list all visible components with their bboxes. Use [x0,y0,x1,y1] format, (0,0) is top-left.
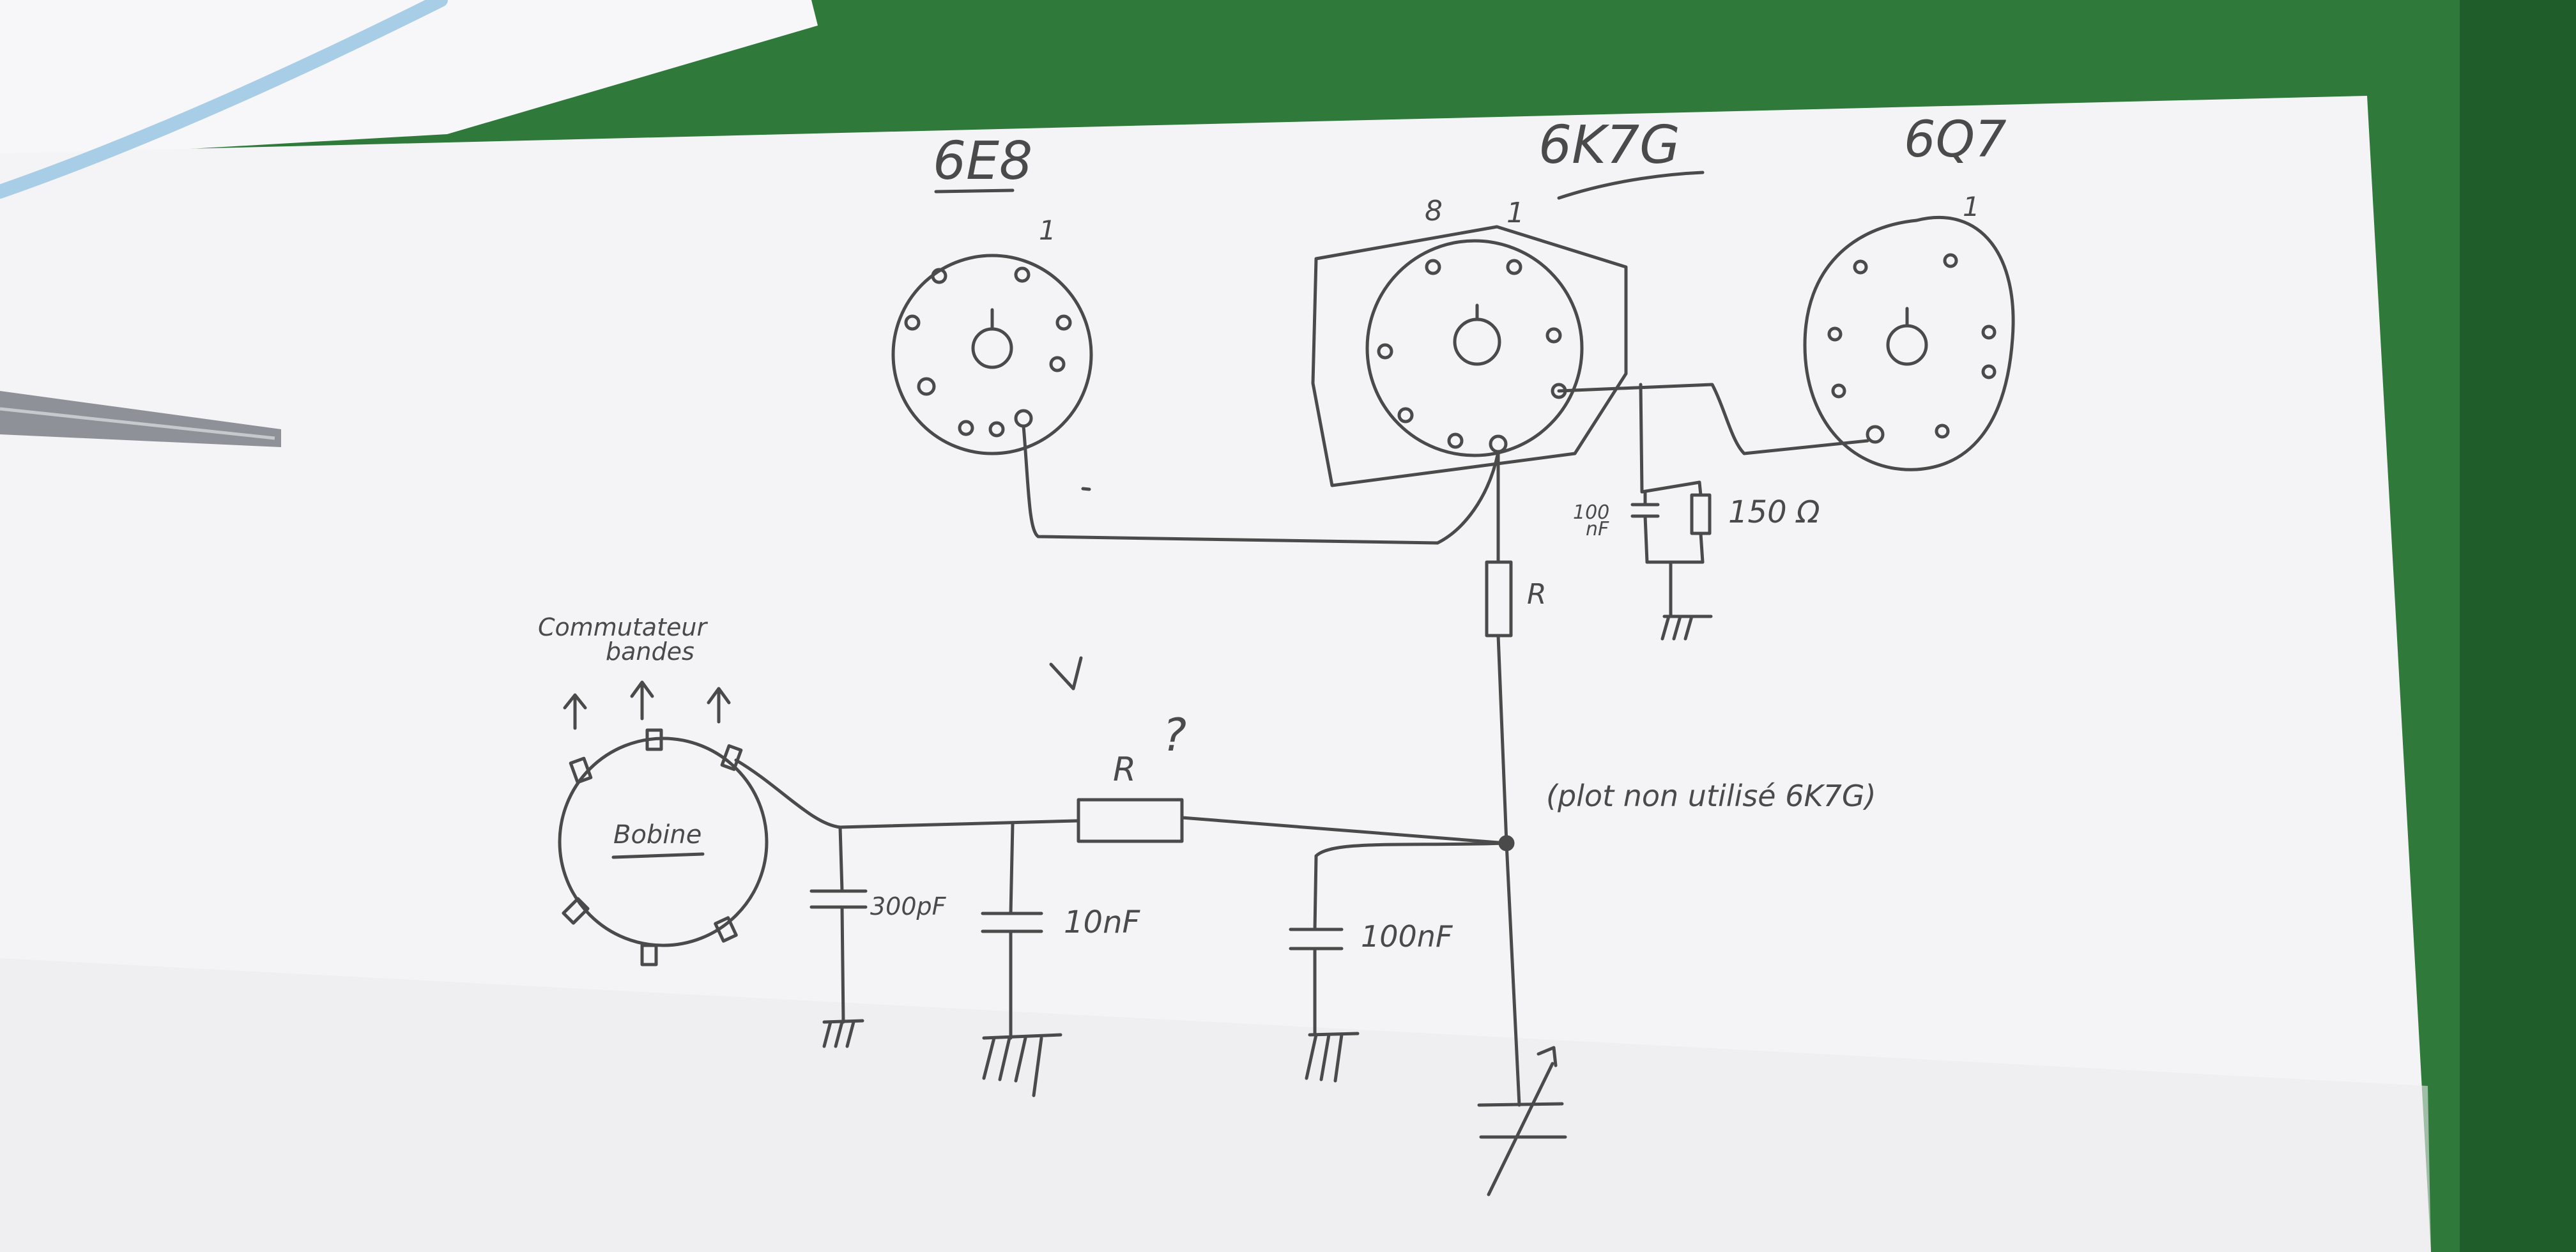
resistor-r-mid [1077,798,1184,843]
title-6e8-underline [934,188,1015,194]
ground-symbol-300p [822,1019,864,1048]
switch-label-line1: Commutateur [538,613,708,641]
desk-shade [2460,0,2576,1252]
ground-symbol-100n [1305,1032,1360,1083]
tube-6q7 [1803,216,2015,471]
pen-tip [0,391,281,447]
title-6k7g-underline [1557,171,1705,200]
wire-6k7g-to-6q7 [1557,383,1869,455]
wire-bus-right [1180,816,1508,845]
tube-6e8-key [971,327,1013,369]
switch-arrows [563,680,731,730]
tube-6e8-pin1-label: 1 [1039,215,1056,246]
tube-6k7g [1311,225,1628,487]
cap-100n-small-label-1: 100 [1573,501,1609,524]
variable-capacitor [1477,1046,1567,1196]
coil-label-underline [611,852,705,859]
blue-wire [0,0,448,199]
ground-symbol-10n [982,1033,1062,1097]
cap-100n-label: 100nF [1361,919,1453,954]
back-paper-sheet [0,0,818,160]
resistor-r-mid-label: R [1113,751,1136,789]
tube-6k7g-pin1-label: 1 [1506,197,1524,229]
tube-6e8-label: 6E8 [933,131,1032,192]
tube-6q7-pin1-label: 1 [1963,191,1980,222]
wire-bus-left [838,819,1078,829]
coil-label: Bobine [613,820,702,850]
wire-r-to-node [1496,634,1508,845]
paper-sheet [0,96,2431,1252]
tube-6k7g-label: 6K7G [1538,115,1680,176]
tube-6k7g-shield [1311,225,1628,487]
switch-label-line2: bandes [606,637,694,666]
tube-6k7g-socket [1365,239,1584,457]
tube-6e8-socket [891,254,1093,455]
pencil-check-mark [1049,656,1083,691]
resistor-r-mid-question: ? [1163,709,1186,761]
wire-6e8-to-6k7g [1022,424,1500,545]
paper-shadow [0,958,2431,1252]
tube-6k7g-pin8-label: 8 [1425,195,1443,227]
cap-100n-small-label-2: nF [1586,518,1609,540]
tube-6e8 [891,254,1093,455]
cap-300p-label: 300pF [870,892,947,920]
tube-6q7-socket [1803,216,2015,471]
ground-symbol-150 [1660,615,1713,641]
coil-body [558,737,769,947]
resistor-r-top-label: R [1527,578,1547,611]
tube-6q7-label: 6Q7 [1904,111,2007,169]
cap-10n-label: 10nF [1064,905,1141,940]
pen-highlight [0,407,275,440]
note-unused-pin: (plot non utilisé 6K7G) [1546,779,1876,813]
wire-coil-to-bus [734,758,842,829]
resistor-150-label: 150 Ω [1728,494,1820,530]
